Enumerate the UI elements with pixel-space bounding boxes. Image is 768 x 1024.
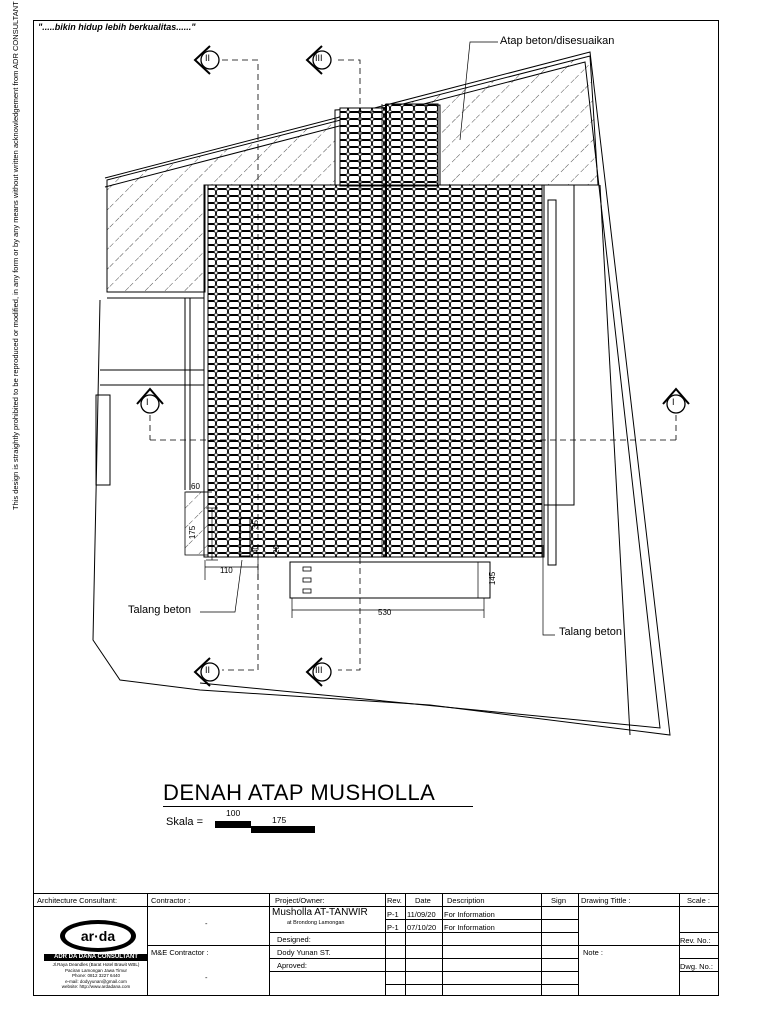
tb-rev-row-2-date: 07/10/20 — [407, 923, 437, 932]
tb-note-label: Note : — [583, 948, 604, 957]
tb-approved-label: Aproved: — [277, 961, 308, 970]
tb-description-header: Description — [447, 896, 485, 905]
scale-bar-2 — [251, 826, 315, 833]
tb-project-owner-label: Project/Owner: — [275, 896, 325, 905]
tb-drawing-title-label: Drawing Tittle : — [581, 896, 631, 905]
dim-145: 145 — [488, 571, 498, 586]
section-marker-iii-top: III — [315, 53, 323, 63]
section-marker-iii-bottom: III — [315, 665, 323, 675]
scale-label: Skala = — [166, 816, 203, 828]
gutter-left-label: Talang beton — [128, 604, 191, 616]
scale-number-2: 175 — [272, 815, 287, 825]
tb-me-contractor-label: M&E Contractor : — [151, 948, 209, 957]
gutter-right-label: Talang beton — [559, 626, 622, 638]
section-marker-ii-bottom: II — [205, 665, 211, 675]
company-website: website: http://www.ardadana.com — [61, 984, 131, 989]
dim-35: 35 — [250, 520, 260, 529]
tile-roof — [207, 103, 543, 558]
tb-project-location: at Brondong Lamongan — [287, 920, 345, 926]
tb-contractor-label: Contractor : — [151, 896, 191, 905]
tb-date-header: Date — [415, 896, 431, 905]
tb-rev-row-1-date: 11/09/20 — [407, 910, 436, 919]
dim-110: 110 — [220, 566, 233, 575]
section-marker-i-right: I — [672, 397, 675, 407]
company-phone: Phone: 0812 3227 6440 — [71, 973, 121, 978]
tb-rev-no-label: Rev. No.: — [680, 936, 711, 945]
company-email: e-mail: dodyyunan@gmail.com — [65, 978, 127, 984]
title-underline — [163, 806, 473, 807]
company-address-2: Paciran Lamongan Jawa Timur — [64, 967, 128, 973]
dim-175: 175 — [188, 525, 198, 540]
dim-40: 40 — [250, 545, 260, 554]
tb-scale-label: Scale : — [687, 896, 710, 905]
tb-designed-label: Designed: — [277, 935, 311, 944]
tb-rev-row-1-desc: For Information — [444, 910, 495, 919]
building-outline — [95, 184, 631, 736]
drawing-sheet-border — [33, 20, 719, 996]
company-address: Jl.Raya Deandles (Barat Hotel Brawit WBL… — [40, 962, 152, 990]
tb-rev-header: Rev. — [387, 896, 402, 905]
tb-me-value: - — [205, 973, 208, 982]
company-name: ADR DA DANA CONSULTANT — [44, 954, 148, 961]
section-marker-i-left: I — [146, 397, 149, 407]
tb-rev-row-1-rev: P-1 — [387, 910, 399, 919]
tb-project-name: Musholla AT-TANWIR — [272, 907, 368, 918]
logo-mark: ar·da — [81, 928, 115, 944]
section-marker-ii-top: II — [205, 53, 211, 63]
roof-drain-marks — [302, 566, 312, 594]
roof-note-label: Atap beton/disesuaikan — [500, 35, 615, 47]
title-block: Architecture Consultant: Contractor : - … — [33, 893, 719, 996]
dim-20: 20 — [271, 545, 281, 554]
tb-contractor-value: - — [205, 919, 208, 928]
dim-530: 530 — [378, 608, 392, 617]
scale-bar-1 — [215, 821, 251, 828]
dim-60: 60 — [191, 482, 200, 491]
tb-rev-row-2-rev: P-1 — [387, 923, 399, 932]
tb-designer-name: Dody Yunan ST. — [277, 948, 331, 957]
scale-number-1: 100 — [226, 808, 241, 818]
drawing-title: DENAH ATAP MUSHOLLA — [163, 780, 436, 805]
section-marker-group — [136, 45, 690, 687]
tb-sign-header: Sign — [551, 896, 567, 905]
tb-arch-consultant-label: Architecture Consultant: — [37, 896, 118, 905]
dimension-lines — [186, 41, 555, 636]
tb-rev-row-2-desc: For Information — [444, 923, 495, 932]
company-address-1: Jl.Raya Deandles (Barat Hotel Brawit WBL… — [52, 962, 140, 967]
tb-dwg-no-label: Dwg. No.: — [680, 962, 713, 971]
tagline: ".....bikin hidup lebih berkualitas.....… — [38, 22, 196, 32]
company-logo: ar·da — [60, 920, 136, 952]
